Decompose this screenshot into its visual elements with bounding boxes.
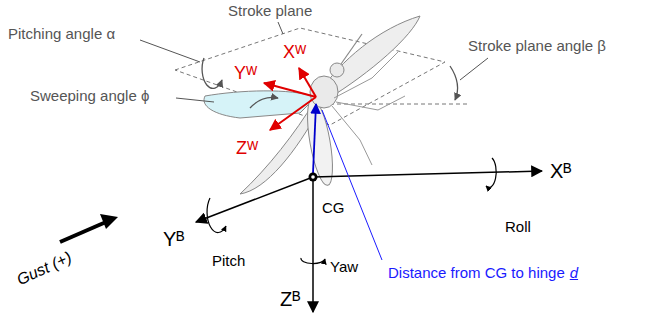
rotation-label: Pitch [212,252,245,269]
proboscis [341,34,362,64]
leader-line [460,58,488,80]
body-axis [312,181,314,312]
plane-label: Stroke plane [228,2,312,19]
cg-dot [309,173,318,182]
pitch-arrow [207,198,226,233]
leader-line [322,110,382,260]
point-label: CG [322,199,345,216]
angle-label: Pitching angle α [8,25,115,42]
wing-axis [299,68,316,97]
swept-wing [204,91,316,118]
leader-line [176,98,214,102]
body-axis [196,177,313,222]
cg-dot [311,175,315,179]
gust-label: Gust (+) [14,248,74,288]
plane-angle-arrow [450,66,458,100]
axis-label: Yᵂ [234,63,257,83]
hinge-arrow [313,104,316,173]
pitching-arrow [202,58,222,88]
leg [334,52,398,98]
leg [336,96,405,110]
axis-label: Xᴮ [550,160,572,182]
abdomen [303,97,338,187]
rotation-label: Yaw [330,258,358,275]
leader-line [278,22,283,34]
leader-line [140,40,200,62]
angle-label: Sweeping angle ϕ [30,87,149,104]
yaw-arrow [301,258,325,264]
wing-axis [270,97,316,130]
roll-arrow [486,158,496,187]
axis-label: Yᴮ [163,228,185,250]
gust-arrow [60,222,106,242]
axis-label: Zᴮ [280,288,301,310]
head [330,63,344,77]
distance-label: Distance from CG to hinge [388,264,565,281]
rotation-label: Roll [505,218,531,235]
leg [332,106,372,165]
axis-label: Xᵂ [283,42,306,62]
sweeping-arrow [250,97,278,108]
gust-arrowhead [100,214,118,229]
distance-symbol: d [570,264,578,281]
angle-label: Stroke plane angle β [468,37,606,54]
axis-label: Zᵂ [236,138,258,158]
